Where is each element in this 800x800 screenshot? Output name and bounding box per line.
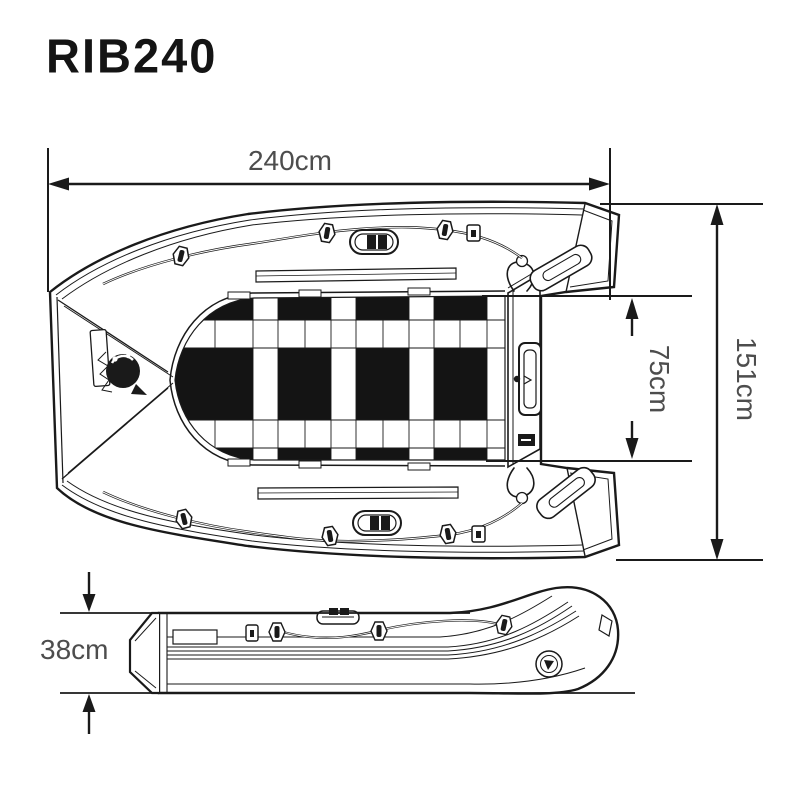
bow-notch: [598, 614, 613, 637]
motor-mount-plate: [513, 342, 542, 416]
rope-guides-bottom: [175, 508, 486, 547]
dim-tube-height: 38cm: [40, 572, 635, 734]
side-carry-handle: [316, 608, 360, 625]
bow-face-line: [56, 296, 64, 484]
drain-fitting: [518, 434, 535, 446]
square-fitting-top: [466, 224, 481, 242]
dim-inner-width: 75cm: [482, 295, 692, 462]
seat-strip-top: [255, 267, 457, 283]
product-title: RIB240: [46, 28, 218, 83]
dim-beam-label: 151cm: [731, 337, 762, 421]
clamp-screw: [513, 375, 521, 383]
floor-plaid: [174, 287, 506, 471]
dim-inner-width-label: 75cm: [644, 345, 675, 413]
cockpit-edge: [169, 290, 506, 467]
transom-hook-bottom: [506, 467, 535, 505]
side-rope-guides: [268, 614, 513, 642]
seat-strip-bottom: [257, 486, 459, 500]
dim-overall-length: 240cm: [47, 145, 611, 300]
tube-seam-top-1: [55, 207, 585, 296]
dim-tube-height-label: 38cm: [40, 634, 108, 665]
floor-tabs: [227, 287, 431, 471]
dim-overall-beam: 151cm: [600, 203, 763, 561]
rope-guides-top: [172, 219, 481, 267]
bow-panel-top-1: [57, 299, 169, 373]
tube-seam-top-2: [61, 213, 583, 300]
floor-grid-lines: [175, 296, 505, 460]
bow-panel-bottom-1: [61, 387, 169, 480]
side-view: [128, 586, 620, 695]
side-valve: [535, 650, 563, 678]
brand-logo: [89, 328, 147, 395]
oar-bottom: [536, 466, 596, 520]
bow-panel-bottom-2: [67, 382, 174, 474]
tube-seam-bottom-1: [61, 484, 585, 553]
dim-length-label: 240cm: [248, 145, 332, 176]
carry-handle-top: [349, 229, 399, 255]
side-square-fitting: [245, 624, 259, 642]
oar-top: [529, 244, 593, 292]
bow-panel-top-2: [63, 305, 174, 378]
floor-white-stripes: [175, 296, 505, 460]
tube-seam-bottom-2: [66, 480, 583, 547]
side-label-plate: [172, 629, 218, 645]
floor-outline: [174, 295, 506, 461]
transom: [506, 254, 542, 505]
carry-handle-bottom: [352, 510, 402, 536]
square-fitting-bottom: [471, 525, 486, 543]
top-view: [48, 200, 621, 560]
